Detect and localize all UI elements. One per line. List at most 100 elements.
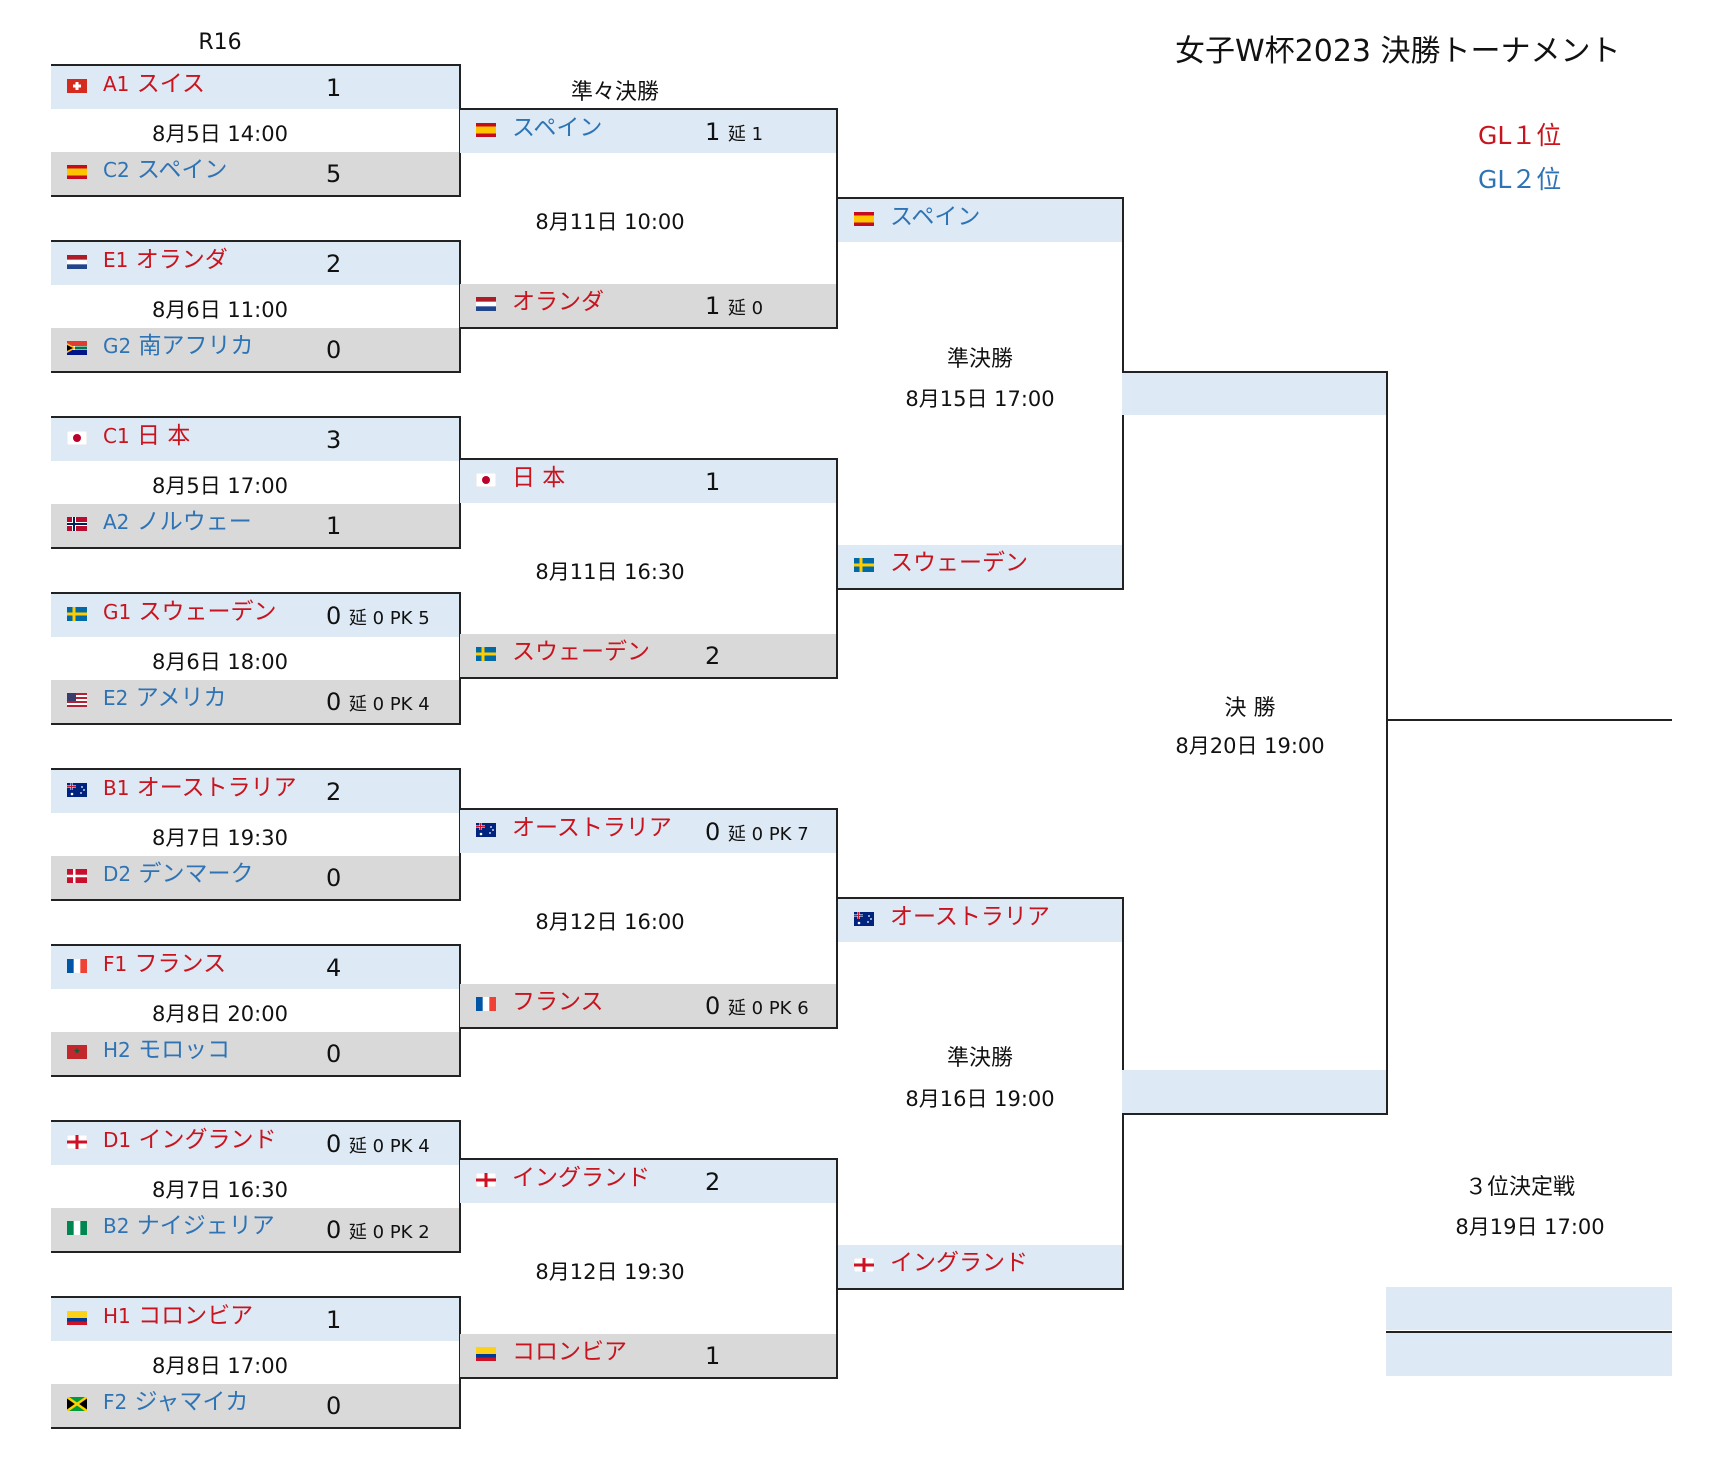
spain-flag-icon <box>67 165 87 179</box>
r16-line-bottom <box>51 371 461 373</box>
extra-time-pk: 延 0 PK 6 <box>727 998 809 1019</box>
r16-team-top[interactable]: C1 日 本 <box>103 415 190 458</box>
qf-team-top[interactable]: オーストラリア <box>512 815 672 841</box>
seed-label: D1 <box>103 1128 132 1152</box>
japan-flag-icon <box>67 431 87 445</box>
seed-label: H1 <box>103 1304 131 1328</box>
r16-match-date: 8月5日 14:00 <box>152 122 288 146</box>
r16-line-top <box>51 1120 461 1122</box>
r16-team-bottom[interactable]: D2 デンマーク <box>103 853 253 896</box>
r16-team-bottom[interactable]: G2 南アフリカ <box>103 325 254 368</box>
r16-score-bottom: 1 <box>326 505 341 548</box>
score-value: 0 <box>326 1392 342 1420</box>
r16-slot-bottom <box>51 1208 459 1251</box>
south-africa-flag-icon <box>67 341 87 355</box>
r16-match-date: 8月5日 17:00 <box>152 474 288 498</box>
team-name: デンマーク <box>138 861 254 887</box>
round-label-third: ３位決定戦 <box>1464 1175 1575 1200</box>
qf-team-top[interactable]: スペイン <box>512 115 603 141</box>
qf-team-top[interactable]: イングランド <box>512 1165 650 1191</box>
seed-label: C2 <box>103 158 130 182</box>
r16-team-bottom[interactable]: A2 ノルウェー <box>103 501 252 544</box>
r16-team-top[interactable]: D1 イングランド <box>103 1119 276 1162</box>
sf-team-bottom[interactable]: イングランド <box>890 1250 1028 1276</box>
score-value: 0 <box>326 602 342 630</box>
extra-time-pk: 延 0 PK 4 <box>348 694 430 715</box>
r16-team-top[interactable]: F1 フランス <box>103 943 226 986</box>
sf-team-bottom[interactable]: スウェーデン <box>890 550 1028 576</box>
team-name: スウェーデン <box>138 599 277 625</box>
r16-team-bottom[interactable]: F2 ジャマイカ <box>103 1381 248 1424</box>
legend-first-place: GL１位 <box>1478 121 1562 150</box>
r16-score-top: 2 <box>326 771 341 814</box>
legend-second-place: GL２位 <box>1478 165 1562 194</box>
qf-score-bottom: 0 延 0 PK 6 <box>705 985 809 1030</box>
team-name: モロッコ <box>138 1037 231 1063</box>
r16-slot-top <box>51 770 459 813</box>
score-value: 1 <box>705 118 721 146</box>
score-value: 1 <box>705 468 721 496</box>
r16-team-top[interactable]: G1 スウェーデン <box>103 591 277 634</box>
r16-line-top <box>51 416 461 418</box>
score-value: 2 <box>705 642 721 670</box>
r16-line-bottom <box>51 1251 461 1253</box>
r16-team-top[interactable]: A1 スイス <box>103 63 205 106</box>
round-label-r16: R16 <box>198 30 242 55</box>
extra-time-pk: 延 0 <box>727 298 764 319</box>
sf-team-top[interactable]: オーストラリア <box>890 904 1050 930</box>
sweden-flag-icon <box>476 647 496 661</box>
r16-team-bottom[interactable]: B2 ナイジェリア <box>103 1205 275 1248</box>
qf-slot-top <box>460 110 836 153</box>
extra-time-pk: 延 0 PK 4 <box>348 1136 430 1157</box>
qf-score-top: 1 延 1 <box>705 111 763 156</box>
extra-time-pk: 延 1 <box>727 124 764 145</box>
team-name: ジャマイカ <box>134 1389 249 1415</box>
r16-score-top: 1 <box>326 67 341 110</box>
qf-line-top <box>460 808 838 810</box>
qf-slot-bottom <box>460 634 836 677</box>
seed-label: A1 <box>103 72 130 96</box>
team-name: 日 本 <box>137 423 191 449</box>
score-value: 0 <box>326 336 342 364</box>
team-name: コロンビア <box>138 1303 254 1329</box>
sweden-flag-icon <box>854 558 874 572</box>
usa-flag-icon <box>67 693 87 707</box>
seed-label: F2 <box>103 1390 128 1414</box>
qf-team-top[interactable]: 日 本 <box>512 465 566 491</box>
seed-label: B2 <box>103 1214 130 1238</box>
r16-team-bottom[interactable]: C2 スペイン <box>103 149 227 192</box>
qf-team-bottom[interactable]: コロンビア <box>512 1339 627 1365</box>
r16-team-top[interactable]: B1 オーストラリア <box>103 767 297 810</box>
r16-slot-bottom <box>51 680 459 723</box>
sf-team-top[interactable]: スペイン <box>890 204 981 230</box>
team-name: イングランド <box>138 1127 277 1153</box>
r16-score-top: 4 <box>326 947 341 990</box>
r16-team-bottom[interactable]: E2 アメリカ <box>103 677 227 720</box>
qf-line-bottom <box>460 1027 838 1029</box>
spain-flag-icon <box>854 212 874 226</box>
qf-line-right <box>836 1158 838 1379</box>
team-name: スペイン <box>137 157 228 183</box>
third-divider <box>1386 1331 1672 1333</box>
r16-slot-top <box>51 1122 459 1165</box>
r16-team-bottom[interactable]: H2 モロッコ <box>103 1029 230 1072</box>
r16-team-top[interactable]: E1 オランダ <box>103 239 228 282</box>
qf-team-bottom[interactable]: スウェーデン <box>512 639 650 665</box>
australia-flag-icon <box>476 823 496 837</box>
r16-team-top[interactable]: H1 コロンビア <box>103 1295 253 1338</box>
sf-line-bottom <box>838 588 1124 590</box>
qf-slot-top <box>460 1160 836 1203</box>
qf-line-right <box>836 808 838 1029</box>
final-date: 8月20日 19:00 <box>1175 734 1325 758</box>
score-value: 0 <box>326 1130 342 1158</box>
r16-match-date: 8月6日 18:00 <box>152 650 288 674</box>
spain-flag-icon <box>476 123 496 137</box>
sf-line-top <box>838 897 1124 899</box>
qf-line-top <box>460 458 838 460</box>
qf-team-bottom[interactable]: フランス <box>512 989 604 1015</box>
qf-line-bottom <box>460 1377 838 1379</box>
r16-line-bottom <box>51 723 461 725</box>
final-line-top <box>1122 371 1388 373</box>
final-slot-top <box>1122 372 1386 415</box>
qf-team-bottom[interactable]: オランダ <box>512 289 604 315</box>
